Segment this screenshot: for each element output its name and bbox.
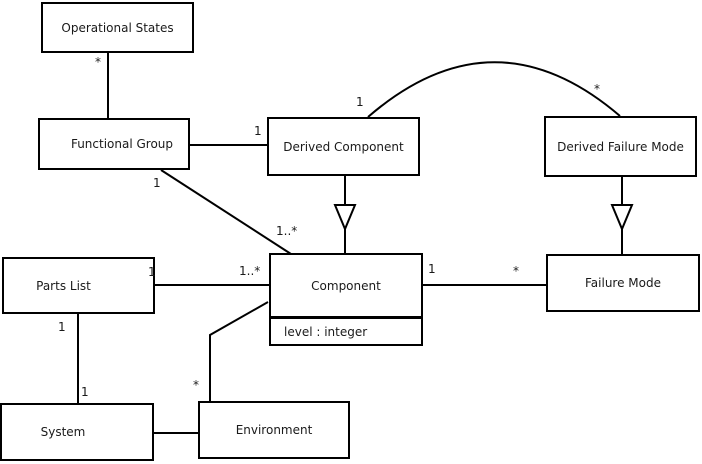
multiplicity-label: 1: [58, 320, 66, 334]
class-name-environment: Environment: [235, 423, 313, 437]
generalization-arrow-derivedfailuremode: [610, 204, 634, 232]
class-failure-mode[interactable]: Failure Mode: [546, 254, 700, 312]
multiplicity-label: *: [193, 378, 199, 392]
multiplicity-label: 1: [81, 385, 89, 399]
class-name-failure-mode: Failure Mode: [585, 276, 661, 290]
class-functional-group[interactable]: Functional Group: [38, 118, 190, 170]
class-name-derived-component: Derived Component: [283, 139, 404, 154]
multiplicity-label: 1: [254, 124, 262, 138]
multiplicity-label: 1: [153, 176, 161, 190]
multiplicity-label: 1..*: [239, 264, 261, 278]
class-attributes-component: level : integer: [271, 316, 421, 344]
class-derived-failure-mode[interactable]: Derived Failure Mode: [544, 116, 697, 177]
multiplicity-label: *: [513, 264, 519, 278]
class-name-system: System: [40, 425, 86, 439]
class-name-operational-states: Operational States: [61, 20, 174, 35]
multiplicity-label: *: [95, 55, 101, 69]
class-name-parts-list: Parts List: [36, 278, 91, 293]
class-environment[interactable]: Environment: [198, 401, 350, 459]
edge-functionalgroup-component: [160, 169, 292, 255]
class-derived-component[interactable]: Derived Component: [267, 117, 420, 176]
multiplicity-label: 1: [148, 265, 156, 279]
class-name-component: Component: [311, 278, 381, 293]
edge-component-environment: [209, 301, 269, 401]
class-operational-states[interactable]: Operational States: [41, 2, 194, 53]
attribute-level: level : integer: [284, 324, 368, 339]
multiplicity-label: 1: [428, 262, 436, 276]
class-name-functional-group: Functional Group: [70, 137, 174, 151]
multiplicity-label: *: [594, 82, 600, 96]
generalization-arrow-derivedcomponent: [333, 204, 357, 232]
multiplicity-label: 1: [356, 95, 364, 109]
multiplicity-label: 1..*: [276, 224, 298, 238]
class-component[interactable]: Component level : integer: [269, 253, 423, 346]
edge-derivedcomponent-derivedfailuremode-arc: [367, 61, 621, 118]
class-parts-list[interactable]: Parts List: [2, 257, 155, 314]
class-system[interactable]: System: [0, 403, 154, 461]
class-name-derived-failure-mode: Derived Failure Mode: [557, 139, 684, 154]
